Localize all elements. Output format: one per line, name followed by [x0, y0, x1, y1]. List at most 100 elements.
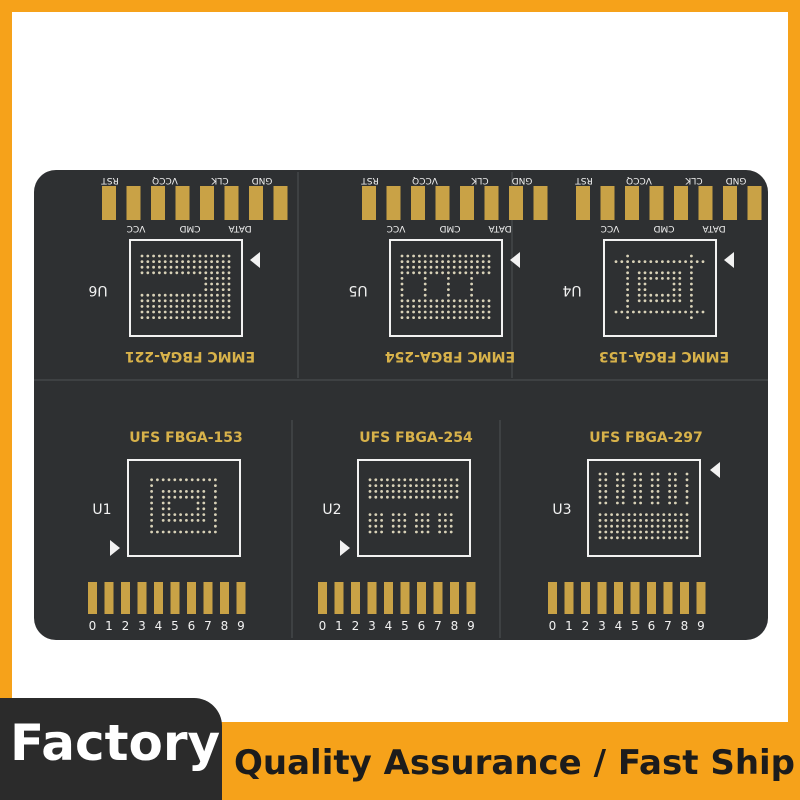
bga-ball: [627, 530, 631, 534]
bga-ball: [161, 501, 165, 505]
bga-ball: [167, 519, 171, 522]
bga-ball: [167, 490, 171, 493]
gold-pad: [203, 582, 213, 614]
bga-ball: [204, 277, 208, 280]
bga-ball: [190, 490, 194, 493]
bga-ball: [152, 260, 156, 263]
gold-pad: [466, 582, 476, 614]
bga-ball: [216, 277, 219, 280]
bga-ball: [452, 316, 456, 319]
bga-ball: [432, 484, 436, 487]
bga-ball: [400, 254, 404, 258]
bga-ball: [616, 524, 619, 528]
bga-ball: [626, 265, 629, 269]
bga-ball: [678, 277, 682, 280]
bga-ball: [672, 271, 676, 275]
bga-ball: [179, 478, 183, 482]
bga-ball: [470, 299, 473, 303]
bga-ball: [400, 293, 404, 297]
bga-ball: [435, 271, 439, 275]
component-designator: U6: [88, 282, 107, 298]
bga-ball: [429, 260, 433, 263]
gold-pad: [581, 582, 590, 614]
bga-ball: [447, 254, 450, 258]
bga-ball: [192, 310, 196, 314]
pin-number: 1: [105, 619, 113, 633]
pin-number: 5: [171, 619, 179, 633]
bga-ball: [374, 524, 378, 528]
bga-ball: [643, 310, 647, 314]
gold-pad: [362, 186, 376, 220]
chip-outline: [603, 239, 717, 337]
bga-ball: [655, 271, 658, 275]
bga-ball: [656, 484, 660, 487]
gold-pad: [484, 186, 499, 220]
bga-ball: [415, 524, 418, 528]
chip-outline: [129, 239, 243, 337]
bga-ball: [150, 524, 154, 528]
component-designator: U1: [92, 502, 111, 518]
bga-ball: [216, 288, 219, 291]
bga-ball: [202, 530, 206, 534]
bga-ball: [604, 536, 608, 540]
bga-ball: [429, 271, 433, 275]
bga-ball: [163, 271, 167, 275]
bga-ball: [598, 524, 602, 528]
bga-ball: [140, 310, 144, 314]
bga-ball: [645, 519, 648, 522]
bga-ball: [163, 299, 167, 303]
bga-ball: [452, 310, 456, 314]
bga-ball: [420, 495, 424, 499]
bga-ball: [701, 310, 705, 314]
bga-ball: [391, 530, 395, 534]
bga-ball: [668, 484, 671, 487]
bga-ball: [476, 260, 479, 263]
bga-ball: [374, 513, 378, 516]
bga-ball: [406, 260, 410, 263]
bga-ball: [643, 288, 647, 291]
bga-ball: [470, 288, 473, 291]
bga-ball: [202, 519, 206, 522]
bga-ball: [639, 478, 642, 482]
bga-ball: [181, 293, 185, 297]
bga-ball: [444, 530, 447, 534]
bga-ball: [150, 501, 154, 505]
bga-ball: [650, 513, 654, 516]
bga-ball: [598, 530, 602, 534]
pin-number: 8: [451, 619, 459, 633]
bga-ball: [668, 536, 671, 540]
bga-ball: [400, 288, 404, 291]
bga-ball: [674, 536, 677, 540]
orientation-marker: [340, 540, 350, 556]
bga-ball: [181, 254, 185, 258]
bga-ball: [447, 260, 450, 263]
bga-ball: [447, 305, 450, 308]
bga-ball: [214, 478, 217, 482]
bga-ball: [643, 282, 647, 286]
bga-ball: [441, 316, 444, 319]
bga-ball: [672, 277, 676, 280]
bga-ball: [685, 484, 689, 487]
bga-ball: [438, 524, 441, 528]
bga-ball: [167, 478, 171, 482]
bga-ball: [674, 524, 677, 528]
bga-ball: [690, 277, 693, 280]
bga-ball: [423, 271, 427, 275]
bga-ball: [403, 484, 407, 487]
bga-ball: [633, 478, 637, 482]
bga-ball: [161, 530, 165, 534]
pin-label: DATA: [488, 223, 512, 233]
bga-ball: [397, 524, 401, 528]
bga-ball: [420, 530, 424, 534]
bga-ball: [214, 490, 217, 493]
bga-ball: [158, 265, 161, 269]
gold-pad: [154, 582, 163, 614]
bga-ball: [386, 490, 389, 493]
package-label: EMMC FBGA-153: [599, 348, 729, 364]
bga-ball: [674, 478, 677, 482]
bga-ball: [418, 299, 421, 303]
gold-pad: [151, 186, 165, 220]
bga-ball: [661, 299, 664, 303]
bga-ball: [204, 299, 208, 303]
gold-pad: [220, 582, 229, 614]
